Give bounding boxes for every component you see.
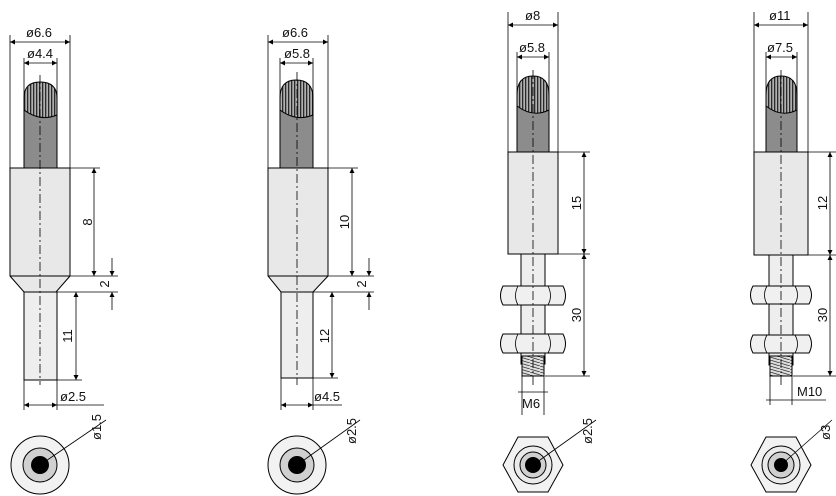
suction-cup-ribs: [765, 75, 798, 114]
suction-cup-ribs: [279, 79, 314, 119]
bore-diameter-label: ø2.5: [580, 418, 595, 444]
thread-size-label: M6: [522, 396, 540, 411]
taper-length-label: 2: [97, 280, 112, 287]
body-length-label: 10: [337, 215, 352, 229]
stem-diameter-label: ø4.5: [314, 389, 340, 404]
part-1: ø6.6 ø4.4 8 2 11 ø2.5 ø1.5: [9, 25, 118, 495]
inner-diameter-label: ø5.8: [284, 46, 310, 61]
bore-diameter-label: ø1.5: [89, 414, 104, 440]
stem-length-label: 11: [60, 329, 75, 343]
body-length-label: 15: [569, 196, 584, 210]
body-length-label: 8: [80, 218, 95, 225]
stem-length-label: 12: [317, 329, 332, 343]
body-sleeve: [267, 167, 329, 293]
thread-length-label: 30: [815, 308, 830, 322]
outer-diameter-label: ø6.6: [26, 25, 52, 40]
outer-diameter-label: ø11: [769, 8, 790, 23]
inner-diameter-label: ø4.4: [27, 46, 53, 61]
taper-length-label: 2: [354, 280, 369, 287]
part-3: ø8 ø5.8 15 30 M6 ø2.5: [500, 8, 597, 493]
outer-diameter-label: ø8: [525, 8, 540, 23]
part-2: ø6.6 ø5.8 10 2 12 ø4.5 ø2.5: [267, 25, 374, 495]
outer-diameter-label: ø6.6: [282, 25, 308, 40]
stem: [23, 291, 58, 381]
bore-diameter-label: ø3: [818, 425, 833, 440]
thread-length-label: 30: [569, 308, 584, 322]
stem-diameter-label: ø2.5: [60, 389, 86, 404]
part-4: ø11 ø7.5 12 30 M10 ø3: [750, 8, 836, 493]
inner-diameter-label: ø7.5: [767, 40, 793, 55]
thread-size-label: M10: [797, 384, 822, 399]
suction-cup-ribs: [23, 81, 58, 119]
body-length-label: 12: [815, 196, 830, 210]
bore-diameter-label: ø2.5: [344, 418, 359, 444]
inner-diameter-label: ø5.8: [519, 40, 545, 55]
